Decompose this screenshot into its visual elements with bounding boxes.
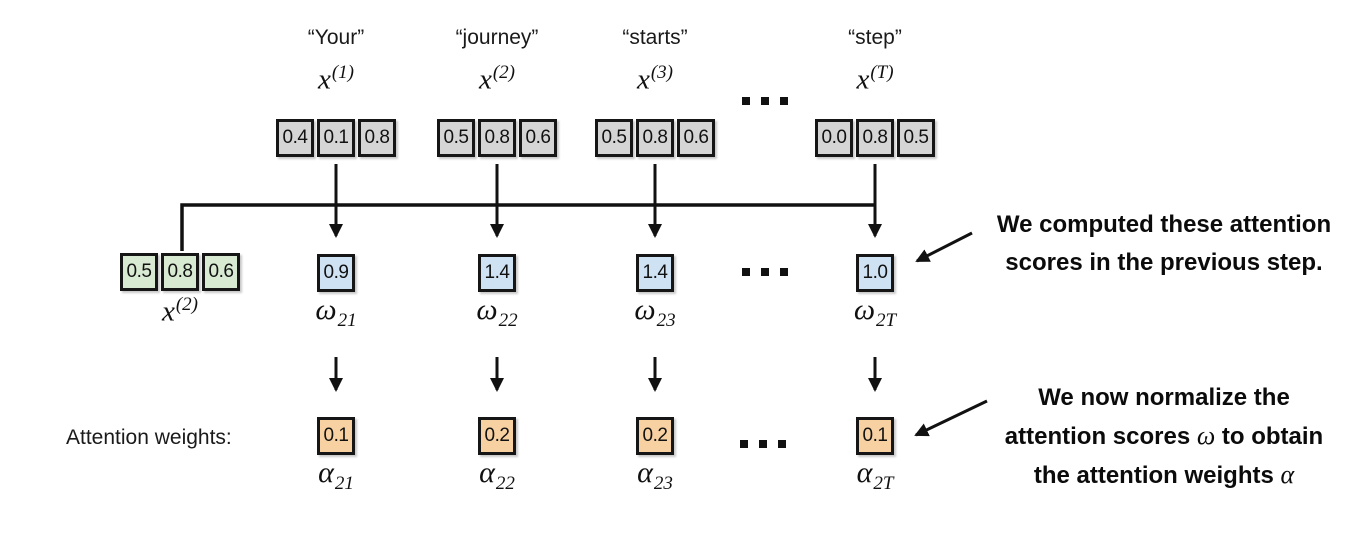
attention-score-label: ω22 xyxy=(476,293,518,331)
attention-score-box: 1.0 xyxy=(856,254,894,292)
attention-score-label: ω21 xyxy=(315,293,357,331)
attention-weight-label: α23 xyxy=(637,456,673,494)
vector-cell: 0.5 xyxy=(595,119,633,157)
scores-annotation-line: scores in the previous step. xyxy=(1005,249,1323,276)
embedding-label: x(2) xyxy=(478,62,516,96)
vector-cell: 0.5 xyxy=(120,253,158,291)
ellipsis-dot xyxy=(742,268,750,276)
token-word: “Your” xyxy=(307,26,365,49)
vector-cell: 0.0 xyxy=(815,119,853,157)
attention-score-box: 1.4 xyxy=(478,254,516,292)
token-word: “journey” xyxy=(455,26,539,49)
vector-cell: 0.8 xyxy=(358,119,396,157)
scores-annotation-line: We computed these attention xyxy=(996,211,1332,238)
ellipsis-dot xyxy=(742,97,750,105)
attention-weight-box: 0.2 xyxy=(478,417,516,455)
omega-symbol: ω xyxy=(1196,421,1216,450)
vector-cell: 0.8 xyxy=(161,253,199,291)
scores-annotation: We computed these attention scores in th… xyxy=(972,206,1356,282)
ellipsis-dot xyxy=(740,440,748,448)
vector-cell: 0.5 xyxy=(437,119,475,157)
attention-score-label: ω23 xyxy=(634,293,676,331)
ellipsis xyxy=(742,97,788,105)
attention-weight-box: 0.1 xyxy=(317,417,355,455)
embedding-label: x(T) xyxy=(856,62,894,96)
ellipsis-dot xyxy=(761,268,769,276)
score-cell: 1.4 xyxy=(636,254,674,292)
vector-cell: 0.6 xyxy=(677,119,715,157)
ellipsis-dot xyxy=(780,268,788,276)
query-vector-label: x(2) xyxy=(161,294,199,328)
weights-annotation: We now normalize the attention scores ω … xyxy=(972,379,1356,495)
token-word: “step” xyxy=(848,26,902,49)
branch-connector-line xyxy=(180,203,876,251)
embedding-vector: 0.5 0.8 0.6 xyxy=(595,119,715,157)
score-cell: 0.9 xyxy=(317,254,355,292)
embedding-vector: 0.4 0.1 0.8 xyxy=(276,119,396,157)
scores-annotation-arrow xyxy=(915,231,973,263)
ellipsis-dot xyxy=(761,97,769,105)
vector-cell: 0.6 xyxy=(202,253,240,291)
attention-weight-label: α21 xyxy=(318,456,354,494)
embedding-vector: 0.5 0.8 0.6 xyxy=(437,119,557,157)
ellipsis-dot xyxy=(780,97,788,105)
vector-cell: 0.6 xyxy=(519,119,557,157)
token-word: “starts” xyxy=(622,26,688,49)
ellipsis xyxy=(740,440,786,448)
query-vector: 0.5 0.8 0.6 xyxy=(120,253,240,291)
vector-cell: 0.4 xyxy=(276,119,314,157)
weight-cell: 0.1 xyxy=(856,417,894,455)
attention-weight-box: 0.2 xyxy=(636,417,674,455)
weights-annotation-line: the attention weights α xyxy=(1033,460,1295,489)
vector-cell: 0.8 xyxy=(636,119,674,157)
alpha-symbol: α xyxy=(1280,460,1295,489)
vector-cell: 0.8 xyxy=(856,119,894,157)
embedding-label: x(1) xyxy=(317,62,355,96)
score-cell: 1.0 xyxy=(856,254,894,292)
attention-weights-row-label: Attention weights: xyxy=(66,426,232,449)
ellipsis xyxy=(742,268,788,276)
ellipsis-dot xyxy=(778,440,786,448)
weights-annotation-line: attention scores ω to obtain xyxy=(1004,421,1324,450)
embedding-label: x(3) xyxy=(636,62,674,96)
weight-cell: 0.2 xyxy=(478,417,516,455)
attention-score-box: 1.4 xyxy=(636,254,674,292)
embedding-vector: 0.0 0.8 0.5 xyxy=(815,119,935,157)
weight-cell: 0.2 xyxy=(636,417,674,455)
weights-annotation-line: We now normalize the xyxy=(1038,384,1290,411)
attention-weight-box: 0.1 xyxy=(856,417,894,455)
attention-weight-label: α2T xyxy=(856,456,894,494)
weight-cell: 0.1 xyxy=(317,417,355,455)
vector-cell: 0.5 xyxy=(897,119,935,157)
vector-cell: 0.1 xyxy=(317,119,355,157)
attention-score-label: ω2T xyxy=(853,293,897,331)
ellipsis-dot xyxy=(759,440,767,448)
vector-cell: 0.8 xyxy=(478,119,516,157)
attention-score-box: 0.9 xyxy=(317,254,355,292)
attention-weight-label: α22 xyxy=(479,456,515,494)
score-cell: 1.4 xyxy=(478,254,516,292)
